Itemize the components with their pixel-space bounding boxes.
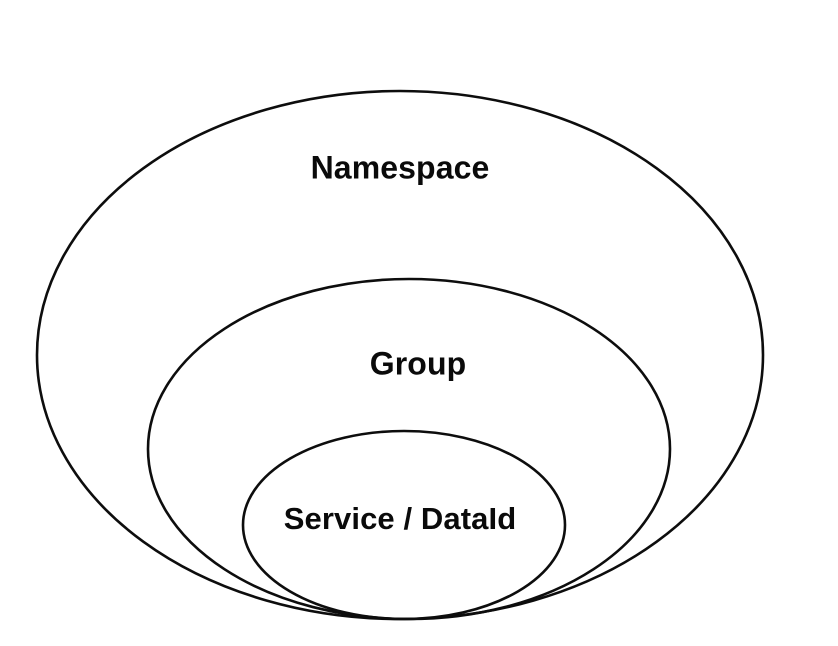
group-label: Group bbox=[370, 345, 466, 381]
namespace-label: Namespace bbox=[311, 149, 490, 185]
service-dataid-ellipse[interactable] bbox=[241, 429, 567, 621]
service-dataid-label: Service / DataId bbox=[284, 501, 517, 536]
